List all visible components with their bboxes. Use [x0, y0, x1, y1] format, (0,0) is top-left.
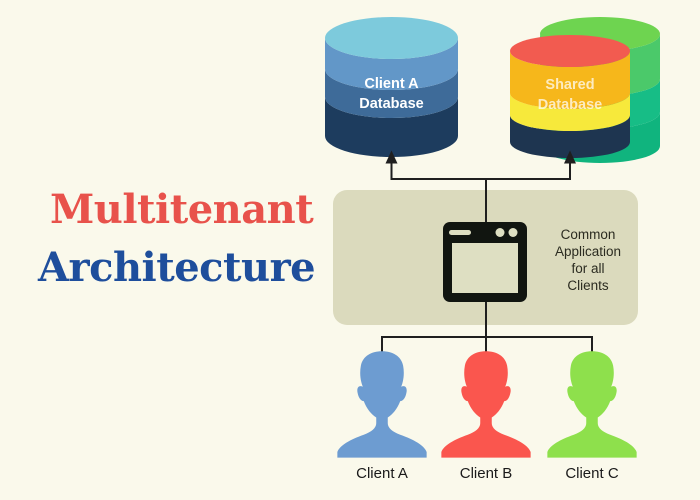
client-a-database-cylinder: Client A Database	[325, 17, 458, 157]
app-label-line-4: Clients	[567, 278, 609, 293]
shared-db-label-line-2: Database	[538, 97, 602, 113]
page-title-line-1: Multitenant	[50, 186, 314, 233]
person-silhouette-icon-client-a	[334, 350, 430, 458]
app-label-line-2: Application	[554, 244, 622, 259]
person-shape-client-c	[547, 351, 636, 458]
app-window-dot-1	[495, 228, 505, 237]
shared-db-front-band-yellow	[510, 93, 630, 131]
clients-branch-connector	[381, 336, 593, 352]
person-shape-client-a	[337, 351, 426, 458]
app-window-menu-dash	[449, 230, 471, 235]
client-c-label: Client C	[565, 465, 619, 482]
app-to-databases-connector	[390, 156, 571, 180]
app-label-line-1: Common	[560, 227, 616, 242]
app-window-content	[452, 243, 518, 293]
shared-db-front-top	[510, 35, 630, 67]
shared-db-front-band-bottom	[510, 115, 630, 158]
person-silhouette-icon-client-c	[544, 350, 640, 458]
arrow-up-icon-shared-db	[564, 150, 576, 164]
client-a-db-label-line-2: Database	[359, 96, 423, 112]
app-label-line-3: for all	[571, 261, 605, 276]
app-window-dot-2	[508, 228, 518, 237]
arrow-up-icon-client-a-db	[385, 150, 398, 164]
page-title-line-2: Architecture	[38, 244, 316, 291]
person-shape-client-b	[441, 351, 530, 458]
client-a-db-label-line-1: Client A	[364, 76, 419, 92]
shared-db-label-line-1: Shared	[545, 77, 594, 93]
client-a-db-band-upper	[325, 38, 458, 90]
app-window-icon	[443, 222, 527, 302]
client-a-db-band-bottom	[325, 97, 458, 157]
client-b-label: Client B	[459, 465, 513, 482]
shared-db-front-band-orange	[510, 51, 630, 109]
common-application-label: Common Application for all Clients	[538, 226, 638, 294]
shared-database-cylinder: Shared Database	[510, 17, 660, 163]
person-silhouette-icon-client-b	[438, 350, 534, 458]
client-a-db-top	[325, 17, 458, 59]
client-a-label: Client A	[356, 465, 408, 482]
client-a-db-band-middle	[325, 69, 458, 118]
